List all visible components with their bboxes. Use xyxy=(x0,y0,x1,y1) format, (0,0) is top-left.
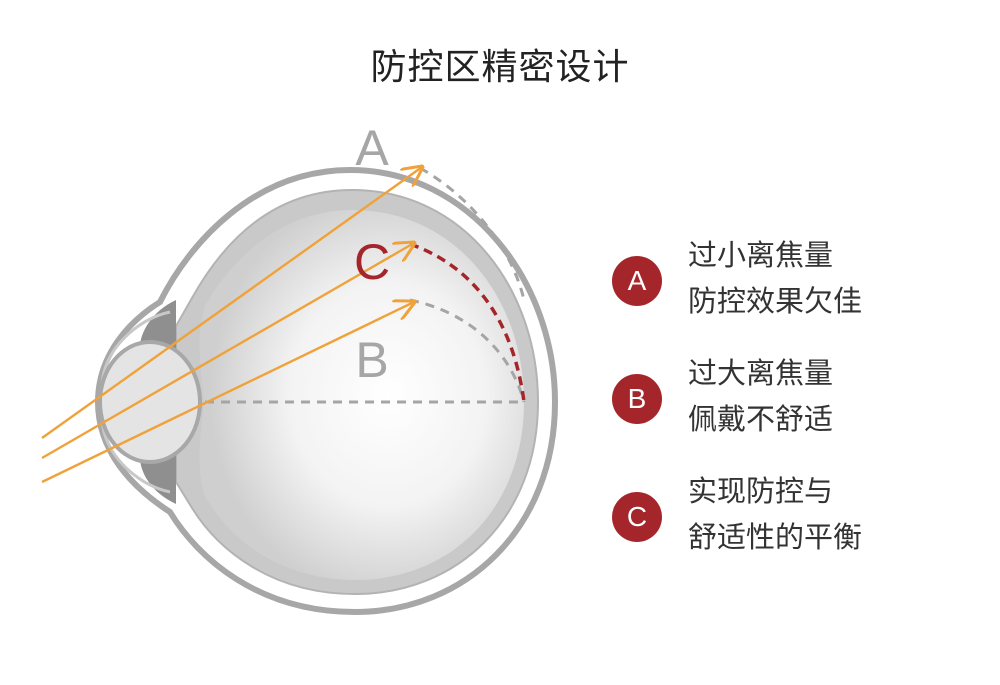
badge-b: B xyxy=(612,374,662,424)
legend-b-line2: 佩戴不舒适 xyxy=(688,402,834,436)
vitreous-body xyxy=(199,210,525,580)
ray-a xyxy=(41,167,422,439)
badge-c: C xyxy=(612,492,662,542)
label-a: A xyxy=(355,120,389,176)
badge-a: A xyxy=(612,256,662,306)
legend-text-c: 实现防控与 舒适性的平衡 xyxy=(688,468,862,560)
legend-a-line2: 防控效果欠佳 xyxy=(688,284,863,318)
page-title: 防控区精密设计 xyxy=(370,47,630,88)
legend-c-line1: 实现防控与 xyxy=(688,474,834,508)
ray-c xyxy=(41,243,414,460)
legend-a-line1: 过小离焦量 xyxy=(688,238,834,272)
curve-a xyxy=(419,166,526,301)
legend-c-line2: 舒适性的平衡 xyxy=(688,520,863,554)
label-b: B xyxy=(355,332,388,388)
legend-text-b: 过大离焦量 佩戴不舒适 xyxy=(688,350,833,442)
ray-b xyxy=(41,302,414,484)
legend-text-a: 过小离焦量 防控效果欠佳 xyxy=(688,232,862,324)
curve-b xyxy=(409,298,526,403)
lens xyxy=(98,340,202,464)
label-c: C xyxy=(354,234,390,290)
legend-b-line1: 过大离焦量 xyxy=(688,356,834,390)
eye-diagram: A B C xyxy=(41,120,559,616)
